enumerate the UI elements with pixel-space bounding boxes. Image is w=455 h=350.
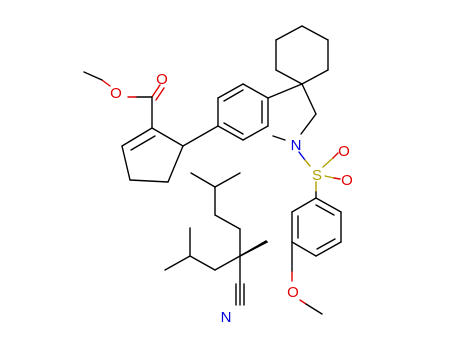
methoxy-group [291, 241, 323, 315]
quaternary-carbon-substituents [164, 172, 268, 306]
sulfonyl-oxygen-lower-label: O [341, 172, 353, 189]
methoxyphenyl-ring [291, 197, 342, 257]
sulfonyl-group [298, 151, 341, 199]
sulfonyl-oxygen-upper-label: O [338, 143, 350, 160]
aryl-bond [239, 240, 267, 257]
methyl-ester [83, 71, 165, 129]
sulfur-label: S [312, 167, 322, 184]
indoline-five-ring [267, 83, 317, 141]
ester-ether-oxygen-label: O [110, 85, 122, 102]
cyclohexane-ring [275, 25, 329, 85]
cyclopentene-ring [121, 125, 219, 183]
indoline-nitrogen-label: N [291, 137, 302, 154]
ester-carbonyl-oxygen-label: O [156, 71, 168, 88]
indoline-benzene-ring [217, 83, 269, 141]
methoxy-oxygen-label: O [287, 284, 299, 301]
nitrile-nitrogen-label: N [221, 309, 232, 326]
